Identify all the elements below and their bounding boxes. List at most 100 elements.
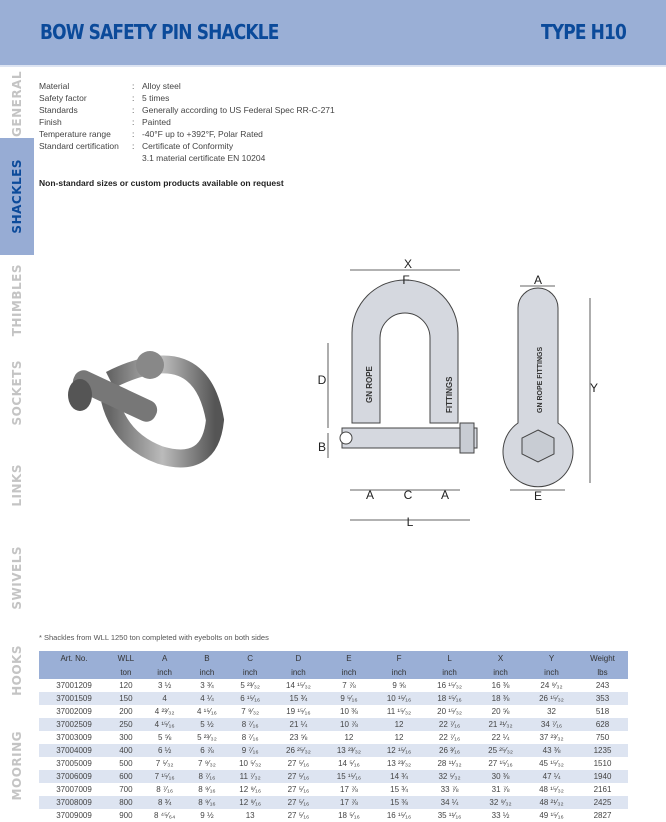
table-cell: 22 ⁷⁄₁₆ (424, 718, 476, 731)
table-cell: 16 ¹⁵⁄₃₂ (437, 681, 462, 690)
spec-label: Standard certification (39, 141, 119, 151)
table-cell: 9 ⁷⁄₁₆ (227, 744, 273, 757)
spec-colon: : (132, 129, 135, 139)
table-cell: 150 (109, 692, 143, 705)
table-cell: 9 ⅝ (392, 681, 406, 690)
table-cell: 12 ⁹⁄₁₆ (227, 796, 273, 809)
table-cell: 250 (109, 718, 143, 731)
table-cell: 4 ¹⁵⁄₁₆ (142, 718, 187, 731)
column-header: D (272, 651, 324, 665)
sidebar-item-sockets[interactable]: SOCKETS (0, 345, 34, 440)
table-cell: 37002509 (39, 718, 109, 731)
dim-d-label: D (318, 373, 327, 387)
column-header: Y (526, 651, 578, 665)
table-cell: 6 ½ (142, 744, 187, 757)
table-cell: 10 ⁵⁄₃₂ (239, 759, 262, 768)
table-cell: 8 ⁷⁄₁₆ (156, 785, 174, 794)
column-unit: inch (424, 665, 476, 679)
table-cell: 24 ⁹⁄₃₂ (540, 681, 563, 690)
spec-label: Temperature range (39, 129, 111, 139)
column-unit: inch (475, 665, 527, 679)
table-cell: 18 ¹⁵⁄₁₆ (424, 692, 476, 705)
spec-colon: : (132, 117, 135, 127)
sidebar-item-thimbles[interactable]: THIMBLES (0, 255, 34, 345)
table-cell: 13 ²³⁄₃₂ (386, 759, 412, 768)
table-cell: 22 ¼ (491, 733, 510, 742)
table-cell: 4 ¹⁵⁄₁₆ (196, 707, 217, 716)
table-cell: 4 ²³⁄₃₂ (154, 707, 175, 716)
table-cell: 628 (577, 718, 628, 731)
table-cell: 300 (119, 733, 133, 742)
table-cell: 27 ⁵⁄₁₆ (287, 759, 310, 768)
column-unit: ton (109, 665, 143, 679)
table-cell: 8 ⁹⁄₁₆ (186, 796, 228, 809)
sidebar-item-label: GENERAL (10, 71, 24, 137)
table-cell: 12 (394, 733, 404, 742)
spec-row: 3.1 material certificate EN 10204 (39, 152, 335, 164)
custom-note: Non-standard sizes or custom products av… (39, 178, 284, 188)
table-cell: 8 ⁷⁄₁₆ (186, 770, 228, 783)
table-cell: 15 ¾ (390, 785, 408, 794)
sidebar-item-mooring[interactable]: MOORING (0, 715, 34, 816)
table-cell: 27 ⁵⁄₁₆ (287, 785, 310, 794)
table-cell: 15 ¾ (272, 692, 324, 705)
column-unit: inch (142, 665, 187, 679)
table-cell: 10 ⅞ (323, 718, 374, 731)
shackle-photo (68, 351, 225, 468)
table-cell: 4 ¼ (186, 692, 228, 705)
spec-value: Certificate of Conformity (142, 141, 234, 151)
table-cell: 12 (373, 718, 425, 731)
spec-row: Standards:Generally according to US Fede… (39, 104, 335, 116)
brand-text-side: GN ROPE FITTINGS (537, 347, 544, 413)
column-header: A (142, 651, 187, 665)
spec-value: 5 times (142, 93, 170, 103)
table-cell: 518 (595, 707, 610, 716)
dim-e-label: E (534, 489, 542, 503)
table-cell: 27 ⁵⁄₁₆ (272, 770, 324, 783)
column-header: F (373, 651, 425, 665)
table-cell: 19 ¹⁵⁄₁₆ (286, 707, 311, 716)
table-cell: 10 ¹⁵⁄₁₆ (373, 692, 425, 705)
sidebar-item-links[interactable]: LINKS (0, 440, 34, 530)
table-cell: 23 ⅝ (289, 733, 308, 742)
table-cell: 6 ⅞ (186, 744, 228, 757)
table-cell: 1940 (577, 770, 628, 783)
table-cell: 32 ⁹⁄₃₂ (475, 796, 527, 809)
table-cell: 26 ¹⁵⁄₃₂ (526, 692, 578, 705)
table-cell: 7 ⅞ (342, 681, 356, 690)
table-cell: 1510 (593, 759, 612, 768)
dim-l-label: L (407, 515, 414, 528)
sidebar-item-general[interactable]: GENERAL (0, 70, 34, 138)
table-cell: 37007009 (56, 785, 92, 794)
table-cell: 26 ³⁄₁₆ (424, 744, 476, 757)
column-unit: inch (186, 665, 228, 679)
table-cell: 13 ²³⁄₃₂ (323, 744, 374, 757)
table-cell: 34 ¼ (424, 796, 476, 809)
spec-row: Finish:Painted (39, 116, 335, 128)
table-cell: 15 ⅜ (373, 796, 425, 809)
sidebar-item-hooks[interactable]: HOOKS (0, 625, 34, 715)
table-cell: 15 ¹⁵⁄₁₆ (323, 770, 374, 783)
table-cell: 48 ²¹⁄₃₂ (526, 796, 578, 809)
table-cell: 37002009 (56, 707, 92, 716)
eyebolt-note: * Shackles from WLL 1250 ton completed w… (39, 633, 269, 642)
column-unit (39, 665, 109, 679)
spec-label (39, 152, 132, 164)
table-cell: 600 (109, 770, 143, 783)
dim-b-label: B (318, 440, 326, 454)
table-cell: 37005009 (56, 759, 92, 768)
sidebar-item-shackles[interactable]: SHACKLES (0, 138, 34, 255)
column-header: L (424, 651, 476, 665)
column-header: B (186, 651, 228, 665)
table-cell: 120 (119, 681, 133, 690)
table-cell: 11 ⁷⁄₃₂ (227, 770, 273, 783)
column-header: Weight (577, 651, 628, 665)
sidebar-item-swivels[interactable]: SWIVELS (0, 530, 34, 625)
